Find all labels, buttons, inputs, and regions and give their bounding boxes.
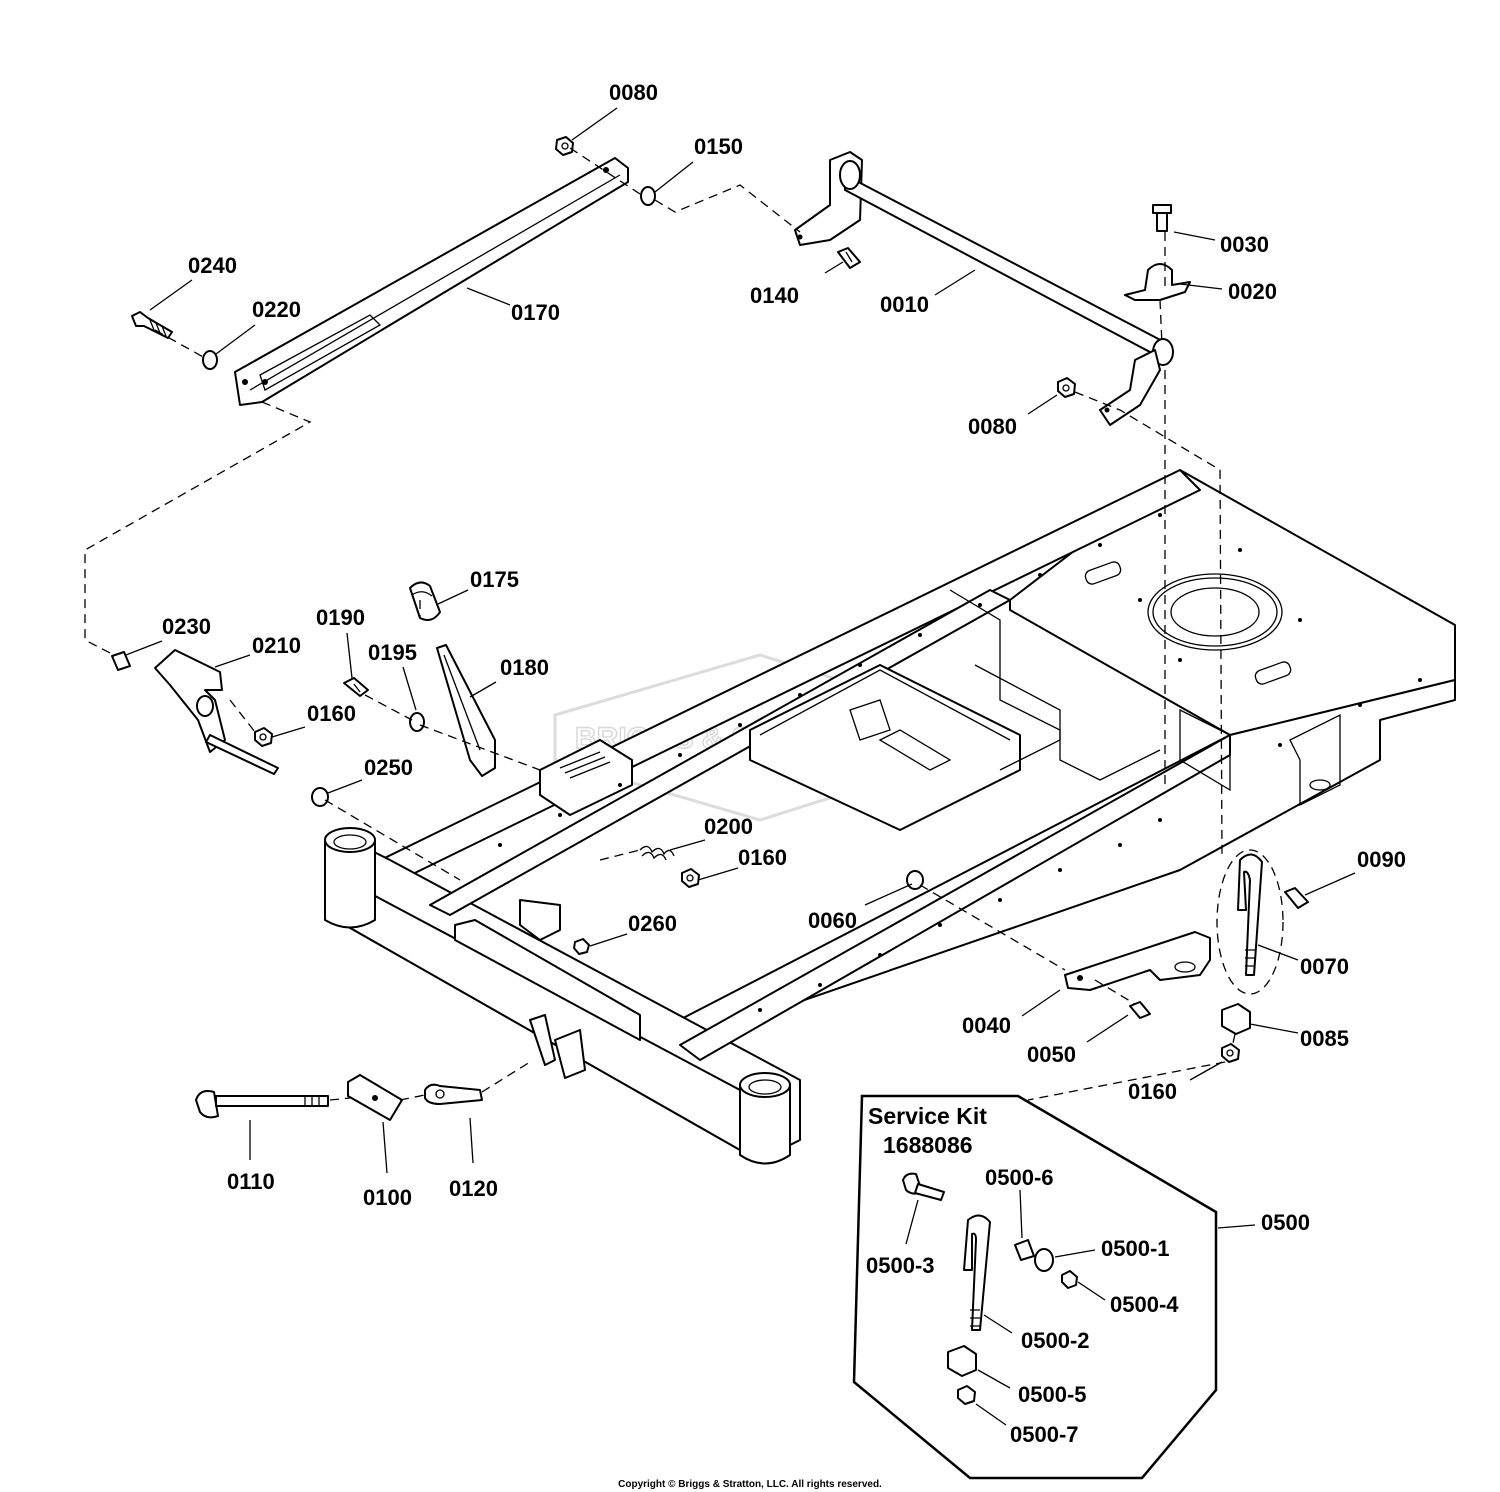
part-0260-nut bbox=[573, 938, 590, 955]
service-kit-1688086: Service Kit 1688086 bbox=[852, 1094, 1218, 1480]
callout-0160-mid: 0160 bbox=[738, 845, 787, 870]
part-0175-knob bbox=[409, 581, 441, 621]
part-0250-washer bbox=[311, 787, 329, 807]
callout-0080-right: 0080 bbox=[968, 414, 1017, 439]
callout-0500-3: 0500-3 bbox=[866, 1253, 935, 1278]
part-0080-nut-top bbox=[555, 136, 574, 156]
part-0220-washer bbox=[202, 350, 218, 370]
callout-0230: 0230 bbox=[162, 614, 211, 639]
part-0080-nut-right bbox=[1057, 377, 1076, 398]
callout-0020: 0020 bbox=[1228, 279, 1277, 304]
service-kit-title: Service Kit bbox=[868, 1103, 987, 1129]
callout-0090: 0090 bbox=[1357, 847, 1406, 872]
part-0190-bolt bbox=[343, 677, 369, 697]
part-0030-bolt bbox=[1152, 204, 1172, 232]
callout-0500-7: 0500-7 bbox=[1010, 1422, 1079, 1447]
callout-0195: 0195 bbox=[368, 640, 417, 665]
callout-0500-4: 0500-4 bbox=[1110, 1292, 1179, 1317]
part-0020-clamp bbox=[1124, 263, 1191, 301]
part-0170-lift-arm bbox=[234, 157, 629, 406]
callout-0500-5: 0500-5 bbox=[1018, 1382, 1087, 1407]
callout-0500-2: 0500-2 bbox=[1021, 1328, 1090, 1353]
callout-0110: 0110 bbox=[227, 1169, 275, 1194]
assembly-lines bbox=[84, 147, 1236, 1101]
leader-lines bbox=[125, 107, 1356, 1426]
callout-0070: 0070 bbox=[1300, 954, 1349, 979]
part-0200-spring bbox=[639, 845, 675, 861]
callout-0260: 0260 bbox=[628, 911, 677, 936]
callout-0120: 0120 bbox=[449, 1176, 498, 1201]
part-0110-bolt bbox=[195, 1090, 329, 1119]
callout-0060: 0060 bbox=[808, 908, 857, 933]
part-0195-washer bbox=[409, 712, 425, 732]
callout-0150: 0150 bbox=[694, 134, 743, 159]
callout-0500-1: 0500-1 bbox=[1101, 1236, 1170, 1261]
callout-0175: 0175 bbox=[470, 567, 519, 592]
part-0210-pivot-lever bbox=[154, 649, 279, 775]
part-0085-block bbox=[1221, 1003, 1251, 1035]
copyright-notice: Copyright © Briggs & Stratton, LLC. All … bbox=[618, 1479, 882, 1490]
part-0230-spacer bbox=[111, 651, 131, 671]
part-0180-handle bbox=[436, 644, 496, 777]
part-0160-nut-left bbox=[254, 727, 273, 747]
callout-0040: 0040 bbox=[962, 1013, 1011, 1038]
part-0240-bolt bbox=[131, 311, 173, 339]
callout-0050: 0050 bbox=[1027, 1042, 1076, 1067]
service-kit-number: 1688086 bbox=[883, 1132, 973, 1158]
callout-0240: 0240 bbox=[188, 253, 237, 278]
callout-0250: 0250 bbox=[364, 755, 413, 780]
callout-0160-low: 0160 bbox=[1128, 1079, 1177, 1104]
callout-0180: 0180 bbox=[500, 655, 549, 680]
callout-0160-left: 0160 bbox=[307, 701, 356, 726]
part-0040-bracket bbox=[1064, 931, 1211, 991]
part-0160-nut-low bbox=[1221, 1043, 1240, 1063]
callout-0190: 0190 bbox=[316, 605, 365, 630]
callout-0500-6: 0500-6 bbox=[985, 1165, 1054, 1190]
callout-0200: 0200 bbox=[704, 814, 753, 839]
callout-0085: 0085 bbox=[1300, 1026, 1349, 1051]
part-0090-bolt bbox=[1284, 887, 1309, 909]
part-0050-bolt bbox=[1129, 1001, 1151, 1019]
callout-labels: 0010 0020 0030 0040 0050 0060 0070 0080 … bbox=[162, 80, 1406, 1447]
callout-0140: 0140 bbox=[750, 283, 799, 308]
part-0010-lift-shaft bbox=[794, 151, 1174, 426]
callout-0220: 0220 bbox=[252, 297, 301, 322]
callout-0100: 0100 bbox=[363, 1185, 412, 1210]
callout-0500: 0500 bbox=[1261, 1210, 1310, 1235]
part-0060-washer bbox=[906, 870, 924, 890]
part-0100-block bbox=[347, 1074, 403, 1121]
main-frame bbox=[324, 469, 1456, 1165]
part-0140-bolt bbox=[837, 247, 861, 269]
part-0120-clevis bbox=[424, 1083, 483, 1105]
callout-0030: 0030 bbox=[1220, 232, 1269, 257]
callout-0010: 0010 bbox=[880, 292, 929, 317]
callout-circle-0070 bbox=[1216, 849, 1284, 995]
callout-0170: 0170 bbox=[511, 300, 560, 325]
part-0150-spacer bbox=[640, 186, 656, 206]
part-0070-rod bbox=[1237, 853, 1263, 976]
callout-0210: 0210 bbox=[252, 633, 301, 658]
part-0160-nut-mid bbox=[681, 868, 700, 888]
rail-holes bbox=[498, 513, 1422, 1012]
callout-0080-top: 0080 bbox=[609, 80, 658, 105]
